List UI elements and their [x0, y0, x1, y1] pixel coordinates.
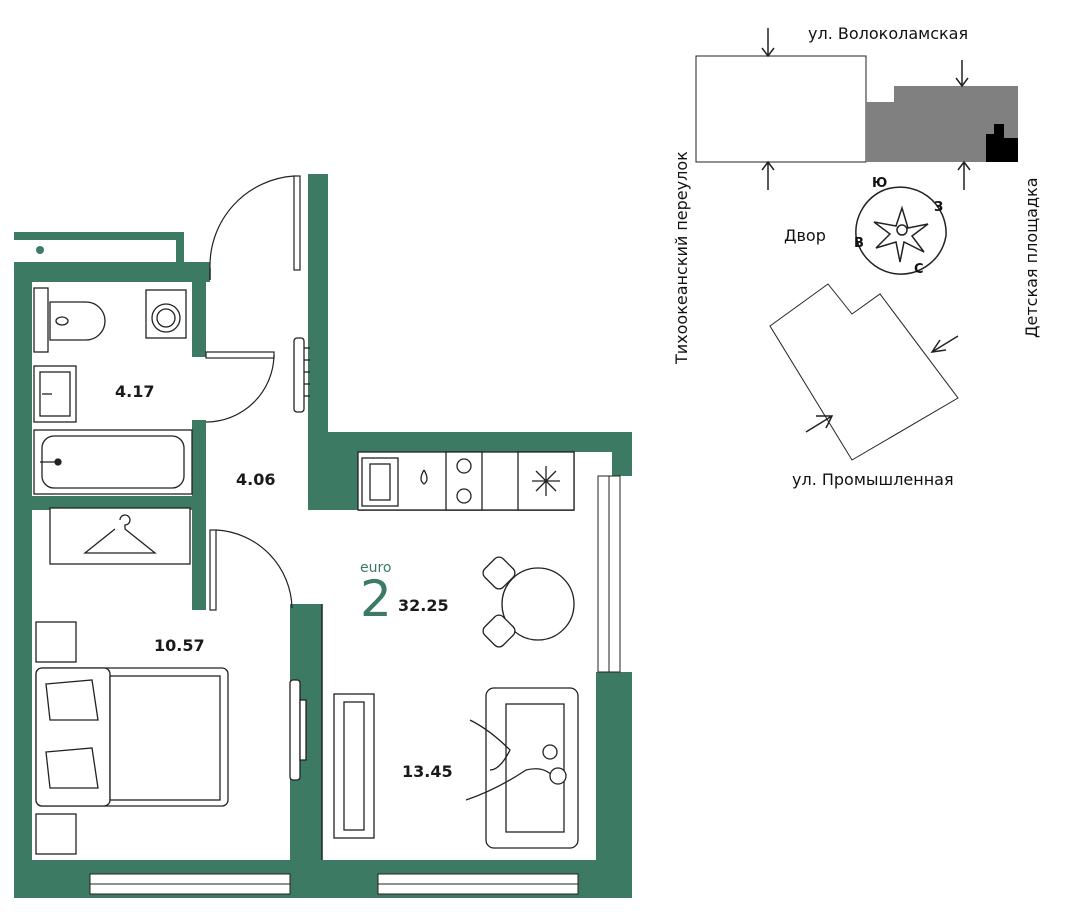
wall-bottom-left: [14, 860, 92, 898]
tv-icon-bedroom: [289, 679, 307, 781]
fixtures: [33, 246, 579, 855]
wall-bed-right-top: [192, 510, 206, 610]
fridge-snowflake-icon: [517, 451, 575, 511]
street-bottom-label: ул. Промышленная: [792, 470, 954, 489]
socket-dot-bath: [36, 246, 44, 254]
bed-icon: [35, 667, 229, 807]
street-top-label: ул. Волоколамская: [808, 24, 969, 43]
bathroom-door-arc: [205, 354, 275, 423]
wall-kitchen-top: [308, 432, 632, 452]
doors: [205, 175, 301, 611]
sink-icon: [33, 365, 77, 423]
entrance-door-leaf[interactable]: [293, 175, 301, 271]
bathtub-icon: [33, 429, 193, 495]
wall-bed-right-top-seg: [290, 604, 322, 616]
wardrobe: [49, 507, 191, 565]
tv-icon-living: [333, 693, 375, 839]
room-area-hallway: 4.06: [236, 470, 276, 489]
wall-top-left: [14, 232, 184, 240]
socket-dot-kitchen: [338, 462, 346, 470]
wall-bath-right-lower: [192, 420, 206, 510]
wall-top-left-end: [176, 232, 184, 268]
bathroom-door-leaf[interactable]: [205, 351, 275, 359]
building-white: [695, 55, 867, 163]
windows: [89, 475, 621, 895]
entrance-arrows: [761, 28, 971, 433]
bedroom-door-leaf[interactable]: [209, 529, 217, 611]
street-right-label: Детская площадка: [1022, 177, 1041, 338]
wall-bath-right: [192, 262, 206, 357]
site-plan: [695, 28, 1018, 461]
room-area-bedroom: 10.57: [154, 636, 205, 655]
wall-right-lower: [596, 672, 632, 878]
nightstand-bottom: [35, 813, 77, 855]
bedroom-door-arc: [215, 529, 293, 609]
toilet-icon: [33, 287, 106, 353]
nightstand-top: [35, 621, 77, 663]
compass-icon: [855, 186, 947, 275]
format-label: euro: [360, 560, 392, 576]
water-drop-icon: [420, 469, 428, 485]
room-area-living-kitchen: 13.45: [402, 762, 453, 781]
kitchen-counter: [357, 451, 575, 511]
washing-machine-icon: [145, 289, 187, 339]
yard-label: Двор: [784, 226, 826, 245]
building-gray: [866, 86, 1018, 162]
hanger-icon: [83, 514, 157, 554]
rooms-count: 2: [360, 570, 392, 628]
compass-letter-e: З: [934, 200, 944, 215]
radiator-icon: [293, 337, 310, 413]
wall-kitchen-corner: [308, 432, 358, 510]
wall-right-upper: [612, 432, 632, 476]
dining-table-icon: [482, 556, 575, 648]
compass-letter-n: Ю: [872, 176, 888, 191]
wall-left: [14, 268, 32, 878]
compass-letter-w: В: [854, 236, 864, 251]
street-left-label: Тихоокеанский переулок: [672, 151, 691, 364]
wall-hall-right: [308, 174, 328, 452]
stove-icon: [445, 451, 483, 511]
room-area-bathroom: 4.17: [115, 382, 155, 401]
wall-bath-bottom: [14, 496, 206, 510]
compass-letter-s: С: [914, 262, 924, 277]
sofa-icon: [465, 687, 579, 849]
building-rotated: [769, 283, 959, 461]
wall-bath-top: [14, 262, 210, 282]
total-area: 32.25: [398, 596, 449, 615]
entrance-door-arc: [209, 175, 295, 269]
building-unit-black: [986, 124, 1018, 162]
